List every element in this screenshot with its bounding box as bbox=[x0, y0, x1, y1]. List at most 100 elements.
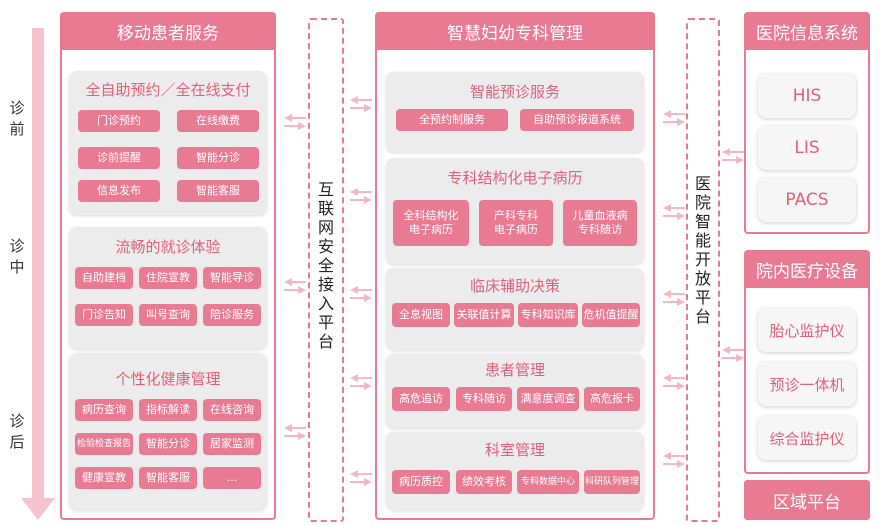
more-button[interactable]: ... bbox=[203, 467, 261, 489]
vertical-char: 平 bbox=[317, 313, 334, 332]
double-arrow-icon bbox=[350, 286, 372, 302]
item-button[interactable]: 自助建档 bbox=[75, 267, 133, 289]
prediagnosis-kiosk-button[interactable]: 预诊一体机 bbox=[758, 362, 856, 406]
item-button[interactable]: 专科知识库 bbox=[518, 303, 578, 327]
internet-platform-label: 互联网安全接入平台 bbox=[310, 180, 342, 351]
medical-devices: 院内医疗设备 胎心监护仪 预诊一体机 综合监护仪 bbox=[744, 250, 870, 474]
vertical-char: 医 bbox=[694, 174, 711, 193]
item-line: 专科随访 bbox=[578, 223, 622, 236]
vertical-char: 接 bbox=[317, 275, 334, 294]
item-button[interactable]: 在线咨询 bbox=[203, 399, 261, 421]
item-button[interactable]: 智能客服 bbox=[177, 180, 259, 202]
double-arrow-icon bbox=[284, 114, 306, 130]
region-platform[interactable]: 区域平台 bbox=[744, 480, 870, 520]
section-title: 专科结构化电子病历 bbox=[447, 169, 583, 187]
item-button[interactable]: 儿童血液病 专科随访 bbox=[563, 200, 637, 246]
lis-button[interactable]: LIS bbox=[758, 126, 856, 170]
section-title: 临床辅助决策 bbox=[469, 277, 560, 295]
double-arrow-icon bbox=[350, 96, 372, 112]
open-platform-label: 医院智能开放平台 bbox=[688, 174, 718, 326]
double-arrow-icon bbox=[350, 188, 372, 204]
item-button[interactable]: 门诊预约 bbox=[78, 110, 160, 132]
section-prediagnosis: 智能预诊服务 全预约制服务 自助预诊报道系统 bbox=[386, 72, 644, 152]
fetal-monitor-button[interactable]: 胎心监护仪 bbox=[758, 308, 856, 352]
section-clinical-decision: 临床辅助决策 全息视图 关联值计算 专科知识库 危机值提醒 bbox=[386, 268, 644, 350]
vertical-char: 入 bbox=[317, 294, 334, 313]
item-button[interactable]: 关联值计算 bbox=[454, 303, 514, 327]
item-button[interactable]: 信息发布 bbox=[78, 180, 160, 202]
item-button[interactable]: 智能分诊 bbox=[177, 147, 259, 169]
item-button[interactable]: 全科结构化 电子病历 bbox=[393, 200, 469, 246]
pacs-button[interactable]: PACS bbox=[758, 178, 856, 222]
stage-label-pre: 诊前 bbox=[9, 98, 25, 140]
item-line: 电子病历 bbox=[494, 223, 538, 236]
item-button[interactable]: 检验检查报告 bbox=[75, 433, 133, 455]
double-arrow-icon bbox=[663, 110, 685, 126]
double-arrow-icon bbox=[350, 470, 372, 486]
double-arrow-icon bbox=[350, 374, 372, 390]
item-button[interactable]: 诊前提醒 bbox=[78, 147, 160, 169]
vertical-char: 平 bbox=[694, 288, 711, 307]
item-button[interactable]: 产科专科 电子病历 bbox=[479, 200, 553, 246]
vertical-char: 诊 bbox=[9, 412, 25, 430]
section-title: 流畅的就诊体验 bbox=[115, 238, 221, 256]
item-button[interactable]: 在线缴费 bbox=[177, 110, 259, 132]
item-button[interactable]: 门诊告知 bbox=[75, 304, 133, 326]
vertical-char: 智 bbox=[694, 212, 711, 231]
vertical-char: 互 bbox=[317, 180, 334, 199]
item-button[interactable]: 居家监测 bbox=[203, 433, 261, 455]
vertical-char: 网 bbox=[317, 218, 334, 237]
item-button[interactable]: 高危追访 bbox=[392, 387, 450, 411]
hospital-info-system-title: 医院信息系统 bbox=[744, 12, 870, 50]
patient-service-title: 移动患者服务 bbox=[60, 12, 276, 50]
item-button[interactable]: 病历质控 bbox=[392, 470, 450, 494]
item-button[interactable]: 专科随访 bbox=[456, 387, 512, 411]
item-button[interactable]: 陪诊服务 bbox=[203, 304, 261, 326]
vertical-char: 诊 bbox=[9, 237, 25, 255]
item-button[interactable]: 健康宣教 bbox=[75, 467, 133, 489]
double-arrow-icon bbox=[663, 452, 685, 468]
item-button[interactable]: 指标解读 bbox=[139, 399, 197, 421]
vertical-char: 安 bbox=[317, 237, 334, 256]
item-button[interactable]: 智能客服 bbox=[139, 467, 197, 489]
vertical-char: 台 bbox=[694, 307, 711, 326]
item-button[interactable]: 危机值提醒 bbox=[582, 303, 640, 327]
vertical-char: 后 bbox=[9, 433, 25, 451]
timeline-arrow bbox=[21, 28, 55, 520]
section-patient-management: 患者管理 高危追访 专科随访 满意度调查 高危报卡 bbox=[386, 354, 644, 428]
stage-during-text: 诊中 bbox=[9, 236, 25, 278]
section-title: 患者管理 bbox=[484, 361, 545, 379]
stage-label-during: 诊中 bbox=[9, 236, 25, 278]
item-button[interactable]: 叫号查询 bbox=[139, 304, 197, 326]
vertical-char: 开 bbox=[694, 250, 711, 269]
item-line: 儿童血液病 bbox=[572, 209, 628, 222]
item-button[interactable]: 高危报卡 bbox=[584, 387, 640, 411]
double-arrow-icon bbox=[722, 346, 744, 362]
general-monitor-button[interactable]: 综合监护仪 bbox=[758, 416, 856, 460]
item-button[interactable]: 全预约制服务 bbox=[396, 109, 508, 131]
item-button[interactable]: 住院宣教 bbox=[139, 267, 197, 289]
item-button[interactable]: 全息视图 bbox=[392, 303, 450, 327]
double-arrow-icon bbox=[284, 278, 306, 294]
his-button[interactable]: HIS bbox=[758, 74, 856, 118]
vertical-char: 院 bbox=[694, 193, 711, 212]
item-button[interactable]: 专科数据中心 bbox=[517, 470, 579, 494]
medical-devices-title: 院内医疗设备 bbox=[744, 250, 870, 288]
item-button[interactable]: 科研队列管理 bbox=[584, 470, 640, 494]
vertical-char: 前 bbox=[9, 120, 25, 138]
specialty-management-column: 智慧妇幼专科管理 智能预诊服务 全预约制服务 自助预诊报道系统 专科结构化电子病… bbox=[375, 12, 655, 520]
vertical-char: 中 bbox=[9, 258, 25, 276]
vertical-char: 联 bbox=[317, 199, 334, 218]
item-button[interactable]: 绩效考核 bbox=[456, 470, 512, 494]
item-button[interactable]: 自助预诊报道系统 bbox=[520, 109, 634, 131]
section-title: 科室管理 bbox=[484, 441, 545, 459]
item-button[interactable]: 病历查询 bbox=[75, 399, 133, 421]
item-button[interactable]: 满意度调查 bbox=[517, 387, 579, 411]
item-button[interactable]: 智能导诊 bbox=[203, 267, 261, 289]
section-health-management: 个性化健康管理 病历查询 指标解读 在线咨询 检验检查报告 智能分诊 居家监测 … bbox=[69, 353, 267, 510]
section-department-management: 科室管理 病历质控 绩效考核 专科数据中心 科研队列管理 bbox=[386, 432, 644, 510]
internet-access-platform: 互联网安全接入平台 bbox=[308, 18, 344, 522]
vertical-char: 诊 bbox=[9, 99, 25, 117]
section-title: 个性化健康管理 bbox=[115, 370, 221, 388]
item-button[interactable]: 智能分诊 bbox=[139, 433, 197, 455]
